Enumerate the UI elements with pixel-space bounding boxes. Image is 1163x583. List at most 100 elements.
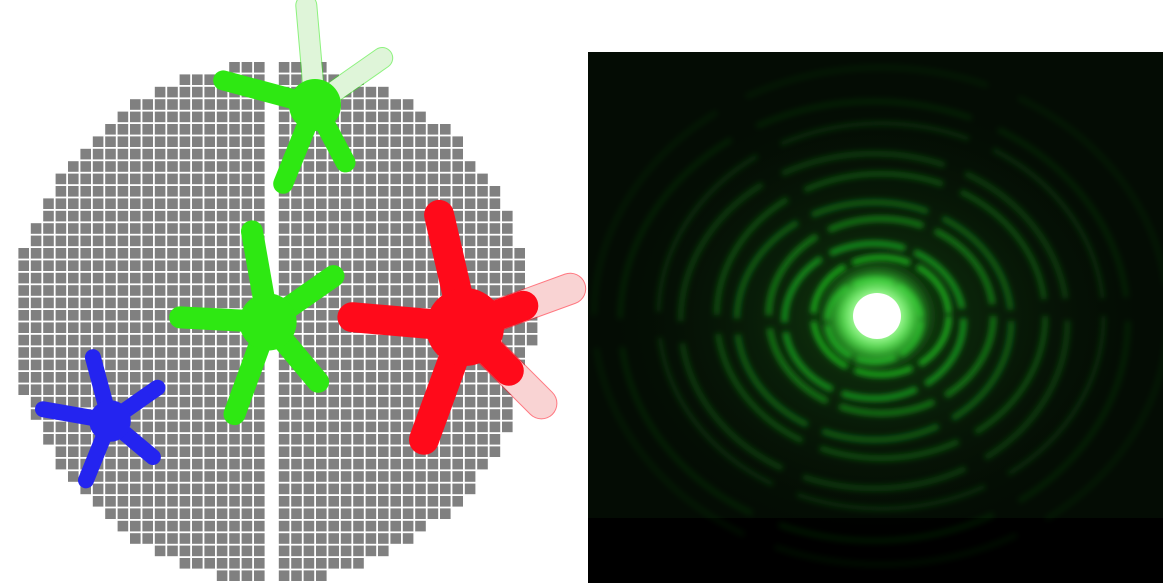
mirror-segment: [105, 334, 116, 346]
mirror-segment: [477, 235, 488, 247]
mirror-segment: [303, 161, 315, 172]
mirror-segment: [55, 434, 67, 445]
mirror-segment: [229, 483, 240, 495]
mirror-segment: [278, 148, 290, 160]
mirror-segment: [142, 334, 153, 346]
mirror-segment: [204, 409, 215, 420]
mirror-segment: [80, 285, 91, 296]
mirror-segment: [328, 409, 339, 420]
mirror-segment: [43, 372, 54, 383]
mirror-segment: [154, 533, 166, 544]
mirror-segment: [68, 272, 79, 284]
mirror-segment: [415, 148, 426, 160]
mirror-segment: [390, 384, 401, 395]
mirror-segment: [130, 272, 141, 284]
mirror-segment: [365, 111, 377, 123]
mirror-segment: [489, 285, 501, 296]
mirror-segment: [390, 260, 401, 271]
mirror-segment: [92, 285, 104, 296]
mirror-segment: [241, 124, 253, 135]
mirror-segment: [427, 471, 439, 482]
mirror-segment: [328, 545, 339, 557]
mirror-segment: [328, 186, 339, 197]
mirror-segment: [278, 248, 290, 259]
mirror-segment: [365, 161, 377, 172]
mirror-segment: [179, 533, 191, 544]
mirror-segment: [130, 161, 141, 172]
mirror-segment: [130, 99, 141, 110]
mirror-segment: [415, 520, 426, 532]
mirror-segment: [340, 458, 352, 470]
mirror-segment: [365, 446, 377, 457]
mirror-segment: [477, 260, 488, 271]
mirror-segment: [477, 421, 488, 433]
mirror-segment: [216, 148, 228, 160]
mirror-segment: [30, 347, 42, 358]
mirror-segment: [402, 458, 414, 470]
mirror-segment: [216, 347, 228, 358]
mirror-segment: [390, 272, 401, 284]
mirror-segment: [167, 545, 178, 557]
mirror-segment: [105, 272, 116, 284]
mirror-segment: [291, 173, 302, 185]
mirror-segment: [117, 297, 129, 309]
mirror-segment: [452, 446, 463, 457]
mirror-segment: [68, 210, 79, 222]
mirror-segment: [390, 99, 401, 110]
mirror-segment: [340, 384, 352, 395]
mirror-segment: [291, 446, 302, 457]
mirror-segment: [154, 508, 166, 519]
mirror-segment: [179, 483, 191, 495]
mirror-segment: [68, 285, 79, 296]
mirror-segment: [142, 210, 153, 222]
mirror-segment: [142, 136, 153, 147]
mirror-segment: [390, 508, 401, 519]
mirror-segment: [105, 148, 116, 160]
mirror-segment: [328, 334, 339, 346]
mirror-segment: [303, 446, 315, 457]
mirror-segment: [291, 508, 302, 519]
interference-pattern-panel: [588, 52, 1163, 583]
mirror-segment: [402, 372, 414, 383]
mirror-segment: [427, 483, 439, 495]
mirror-segment: [316, 223, 327, 234]
mirror-segment: [229, 210, 240, 222]
mirror-segment: [179, 446, 191, 457]
mirror-segment: [18, 384, 29, 395]
mirror-segment: [353, 508, 364, 519]
mirror-segment: [390, 136, 401, 147]
mirror-segment: [402, 124, 414, 135]
mirror-segment: [105, 136, 116, 147]
mirror-segment: [402, 533, 414, 544]
mirror-segment: [105, 508, 116, 519]
mirror-segment: [291, 322, 302, 333]
mirror-segment: [192, 372, 203, 383]
mirror-segment: [340, 545, 352, 557]
mirror-segment: [477, 285, 488, 296]
mirror-segment: [18, 260, 29, 271]
mirror-segment: [117, 334, 129, 346]
mirror-segment: [92, 210, 104, 222]
mirror-segment: [278, 396, 290, 408]
mirror-segment: [378, 235, 389, 247]
mirror-segment: [390, 297, 401, 309]
mirror-segment: [365, 198, 377, 209]
mirror-segment: [402, 384, 414, 395]
mirror-segment: [130, 285, 141, 296]
mirror-segment: [130, 235, 141, 247]
mirror-segment: [130, 359, 141, 371]
mirror-segment: [18, 347, 29, 358]
mirror-segment: [340, 334, 352, 346]
mirror-segment: [229, 347, 240, 358]
mirror-segment: [303, 223, 315, 234]
mirror-segment: [216, 458, 228, 470]
mirror-segment: [204, 99, 215, 110]
mirror-segment: [117, 124, 129, 135]
mirror-segment: [365, 434, 377, 445]
mirror-segment: [130, 384, 141, 395]
mirror-segment: [365, 520, 377, 532]
mirror-segment: [415, 471, 426, 482]
mirror-segment: [365, 334, 377, 346]
mirror-segment: [353, 99, 364, 110]
mirror-segment: [303, 396, 315, 408]
